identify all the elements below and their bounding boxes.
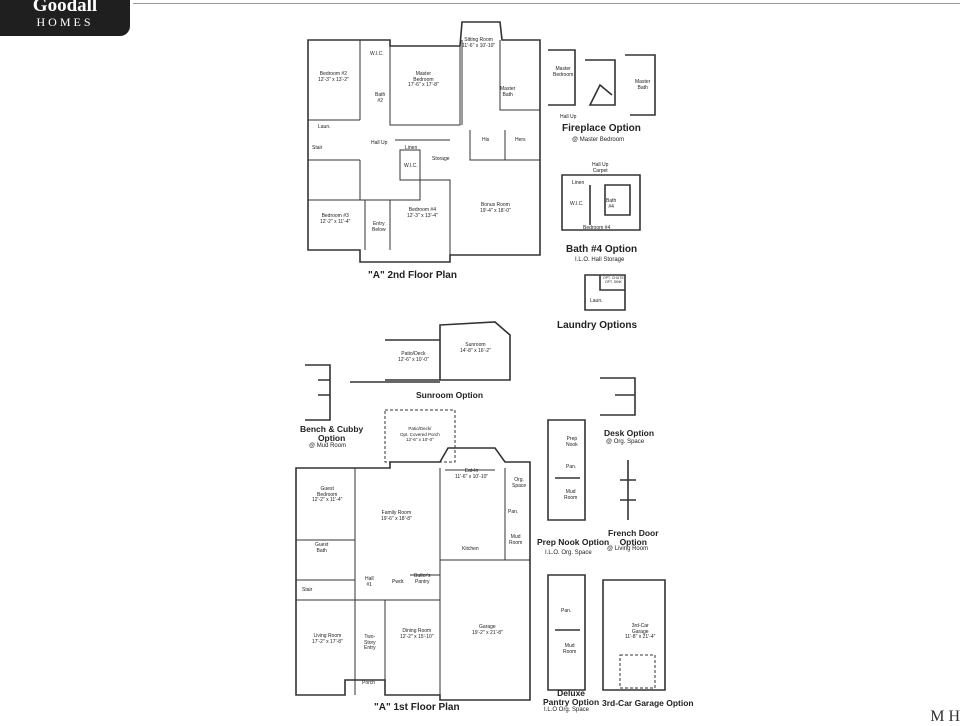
b4-wic: W.I.C. [570, 201, 584, 207]
ff-powder: Pwdr. [392, 579, 405, 585]
prep-nook-outline [547, 419, 586, 521]
french-door-outline [620, 460, 636, 520]
ff-kitchen: Kitchen [462, 546, 479, 552]
ff-pantry: Pan. [508, 509, 519, 515]
second-floor-title: "A" 2nd Floor Plan [368, 270, 457, 281]
b4-bedroom4: Bedroom #4 [583, 225, 611, 231]
bench-option-sub: @ Mud Room [309, 443, 347, 449]
first-floor-walls [296, 468, 530, 700]
third-car-garage-outline [602, 579, 666, 691]
dp-pantry: Pan. [561, 608, 572, 614]
patio-dashed [384, 409, 456, 463]
second-floor-walls [308, 40, 540, 255]
ff-porch: Porch [362, 680, 376, 686]
logo-brand: Goodall [32, 0, 98, 16]
bath4-option-title: Bath #4 Option [566, 244, 638, 255]
first-floor-title: "A" 1st Floor Plan [374, 702, 460, 713]
deluxe-pantry-outline [547, 574, 586, 691]
fp-hall-up: Hall Up [560, 114, 577, 120]
fireplace-option-title: Fireplace Option [562, 123, 641, 134]
b4-linen: Linen [572, 180, 585, 186]
fireplace-option-sub: @ Master Bedroom [572, 137, 625, 143]
desk-option-outline [600, 377, 636, 416]
laundry-options-title: Laundry Options [557, 320, 637, 331]
room-wic-closet: W.I.C. [404, 163, 418, 169]
prep-nook-option-sub: I.L.O. Org. Space [545, 550, 592, 556]
bench-option-outline [305, 364, 331, 421]
bath4-option-sub: I.L.O. Hall Storage [575, 257, 625, 263]
french-door-option-sub: @ Living Room [607, 546, 649, 552]
logo-sub: HOMES [36, 15, 94, 29]
goodall-homes-logo: Goodall HOMES [0, 0, 130, 36]
first-floor-outline [295, 447, 531, 701]
room-hall-up: Hall Up [371, 140, 388, 146]
prep-nook-option-title: Prep Nook Option [537, 537, 610, 547]
ff-stair: Stair [302, 587, 313, 593]
room-wic: W.I.C. [370, 51, 384, 57]
room-laundry: Laun. [318, 124, 331, 130]
room-bath-2: Bath#2 [375, 92, 386, 104]
desk-option-sub: @ Org. Space [606, 439, 645, 445]
sunroom-option-title: Sunroom Option [416, 390, 484, 400]
pn-pantry: Pan. [566, 464, 577, 470]
ff-hall-1: Hall#1 [365, 576, 374, 588]
header-rule [133, 3, 960, 4]
room-stair-2: Stair [312, 145, 323, 151]
fireplace-option-outline [548, 49, 656, 116]
sunroom-option-outline [350, 321, 511, 383]
third-car-door [619, 654, 656, 689]
second-floor-outline [307, 21, 541, 263]
room-linen: Linen [405, 145, 418, 151]
bath4-option-outline [561, 174, 641, 231]
desk-option-title: Desk Option [604, 428, 655, 438]
ff-org-space: Org.Space [512, 477, 527, 489]
b4-bath4: Bath#4 [606, 198, 617, 210]
corner-text: M H [930, 708, 960, 725]
lo-laundry: Laun. [590, 298, 603, 304]
room-hers: Hers [515, 137, 526, 143]
laundry-option-outline [584, 274, 626, 311]
third-car-garage-option-title: 3rd-Car Garage Option [602, 698, 694, 708]
room-his: His [482, 137, 490, 143]
deluxe-pantry-option-sub: I.L.O Org. Space [544, 707, 590, 713]
room-storage: Storage [432, 156, 450, 162]
